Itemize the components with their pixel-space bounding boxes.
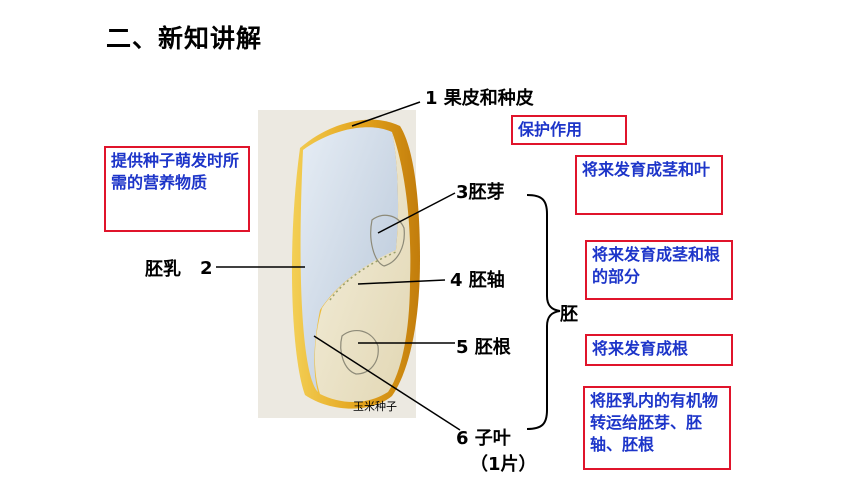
page-title: 二、新知讲解 <box>106 24 263 53</box>
seed-caption: 玉米种子 <box>353 400 397 413</box>
note-radicle-function: 将来发育成根 <box>585 334 733 366</box>
seed-scutellum-edge <box>329 251 397 301</box>
leader-cotyledon <box>313 335 461 431</box>
seed-radicle-shape <box>340 329 379 375</box>
note-hypocotyl-function: 将来发育成茎和根的部分 <box>585 240 733 300</box>
embryo-brace <box>526 194 561 430</box>
leader-plumule <box>377 192 456 234</box>
seed-embryo <box>314 132 411 402</box>
note-plumule-function: 将来发育成茎和叶 <box>575 155 723 215</box>
label-radicle: 5 胚根 <box>456 337 511 358</box>
label-pericarp: 1 果皮和种皮 <box>425 88 534 109</box>
label-cotyledon-count: （1片） <box>470 454 537 475</box>
note-protect: 保护作用 <box>511 115 627 145</box>
seed-endosperm <box>300 127 399 392</box>
leader-hypocotyl <box>357 279 446 285</box>
label-embryo: 胚 <box>560 304 578 325</box>
label-hypocotyl: 4 胚轴 <box>450 270 505 291</box>
seed-plumule-shape <box>370 214 405 267</box>
label-plumule: 3胚芽 <box>456 182 505 203</box>
label-cotyledon: 6 子叶 <box>456 428 511 449</box>
note-cotyledon-function: 将胚乳内的有机物转运给胚芽、胚轴、胚根 <box>583 386 731 470</box>
label-endosperm-num: 2 <box>200 258 213 279</box>
label-endosperm-name: 胚乳 <box>145 259 181 280</box>
leader-pericarp <box>351 101 421 127</box>
note-endosperm-function: 提供种子萌发时所需的营养物质 <box>104 146 250 232</box>
